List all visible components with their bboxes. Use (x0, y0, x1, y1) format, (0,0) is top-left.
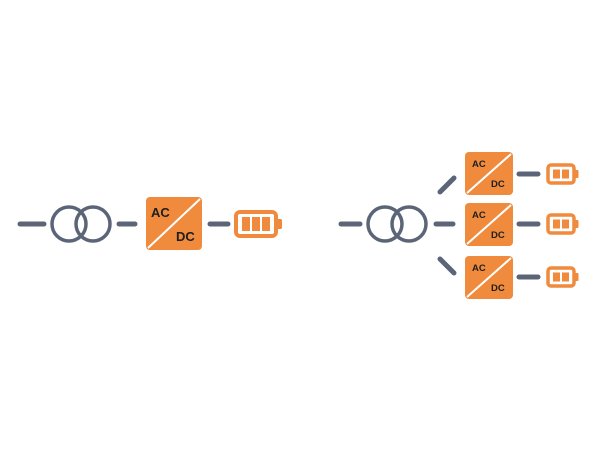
right-branch-bottom-line (437, 256, 457, 276)
right-bottom-ac-dc-converter: AC DC (465, 256, 513, 299)
right-top-battery-icon (546, 163, 579, 185)
left-converter-ac-label: AC (151, 205, 170, 220)
right-branch-top: AC DC (465, 152, 579, 195)
right-branch-middle: AC DC (465, 203, 579, 246)
right-middle-battery-icon (546, 213, 579, 235)
right-branch-bottom: AC DC (465, 256, 579, 299)
left-battery-icon (234, 210, 282, 238)
left-system: AC DC (17, 197, 282, 250)
right-middle-ac-dc-converter: AC DC (465, 203, 513, 246)
left-converter-dc-label: DC (176, 229, 195, 244)
right-system: AC DC AC DC (338, 152, 579, 299)
right-bottom-converter-dc-label: DC (491, 283, 505, 294)
right-transformer-icon (366, 205, 428, 243)
right-middle-converter-ac-label: AC (472, 210, 486, 221)
left-transformer-icon (50, 205, 112, 243)
left-ac-dc-converter: AC DC (146, 197, 202, 250)
right-middle-converter-dc-label: DC (491, 230, 505, 241)
right-top-converter-ac-label: AC (472, 159, 486, 170)
right-bottom-battery-icon (546, 266, 579, 288)
right-top-ac-dc-converter: AC DC (465, 152, 513, 195)
right-bottom-converter-ac-label: AC (472, 263, 486, 274)
right-top-converter-dc-label: DC (491, 179, 505, 190)
right-branch-top-line (437, 175, 457, 195)
